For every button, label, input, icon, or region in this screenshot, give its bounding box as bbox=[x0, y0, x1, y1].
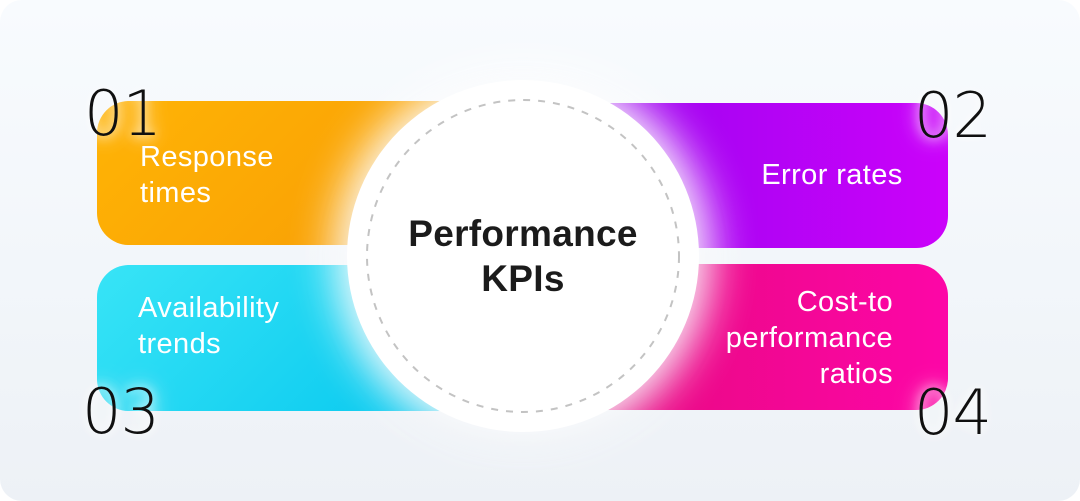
dashed-ring-icon bbox=[366, 99, 680, 413]
card-label-error-rates: Error rates bbox=[761, 159, 903, 191]
card-label-cost-to-performance-ratios: Cost-to performance ratios bbox=[725, 286, 893, 390]
step-number-02: 02 bbox=[914, 79, 992, 152]
card-label-availability-trends: Availability trends bbox=[138, 292, 280, 360]
card-label-response-times: Response times bbox=[140, 141, 274, 209]
step-number-04: 04 bbox=[914, 376, 992, 449]
page-title: Performance KPIs bbox=[408, 213, 638, 299]
center-circle: Performance KPIs bbox=[347, 80, 699, 432]
step-number-03: 03 bbox=[82, 375, 160, 448]
step-number-01: 01 bbox=[84, 77, 162, 150]
